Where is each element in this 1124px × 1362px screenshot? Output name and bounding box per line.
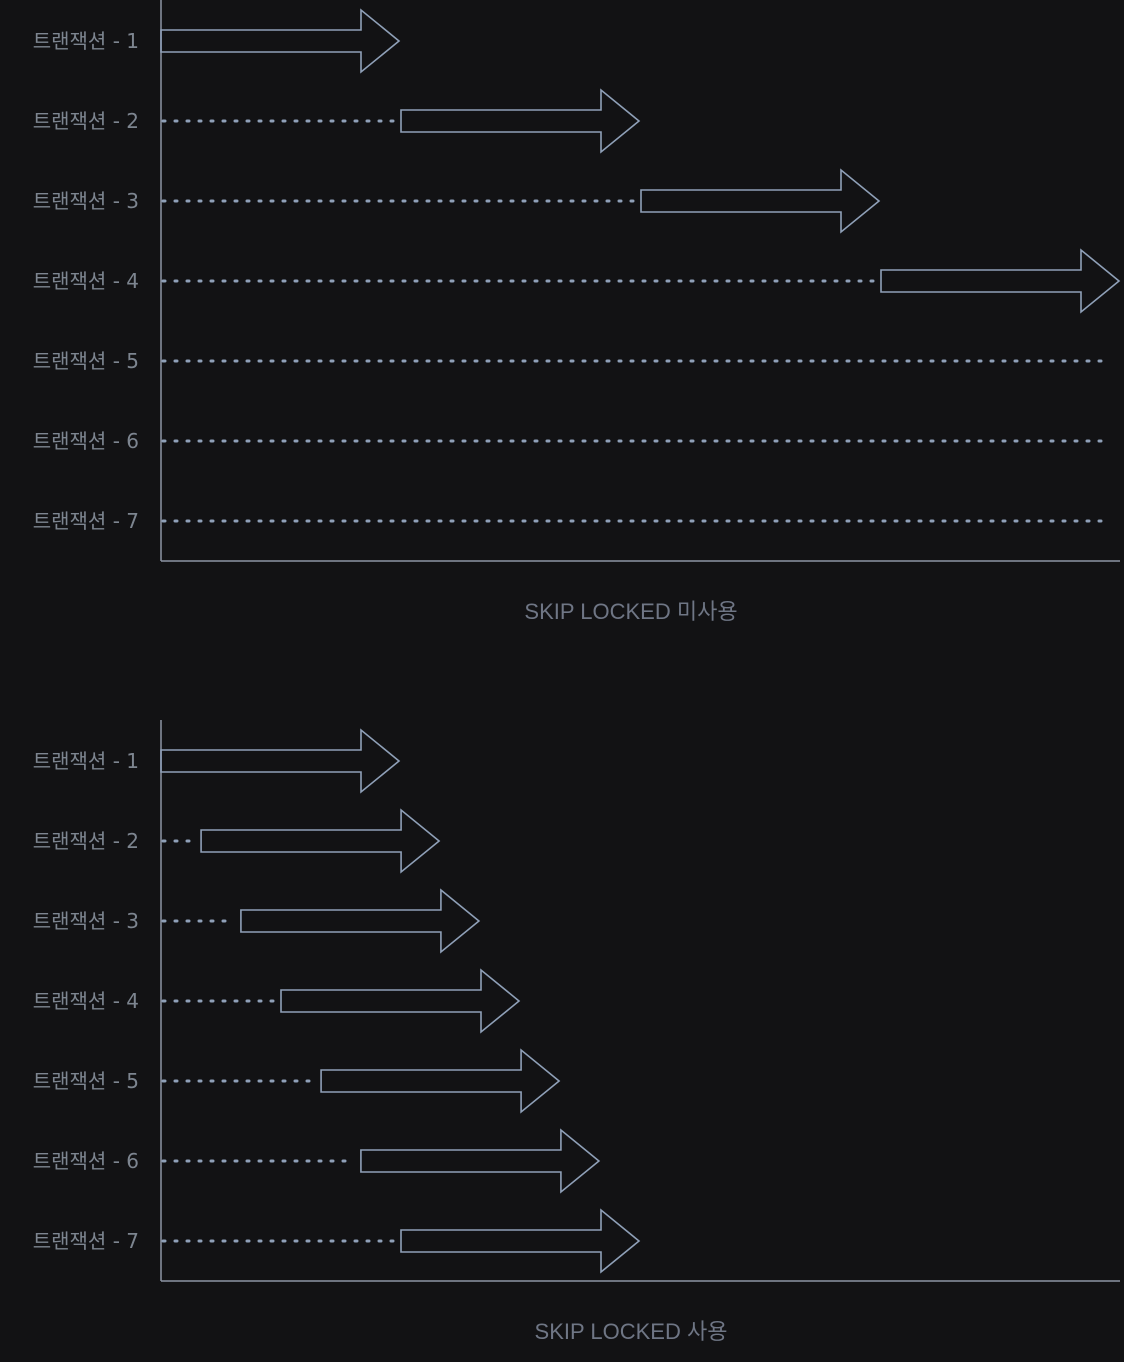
transaction-label: 트랜잭션 - 2 [33,829,139,853]
transaction-label: 트랜잭션 - 2 [33,109,139,133]
execution-arrow [320,1048,561,1114]
execution-arrow [400,1208,641,1274]
execution-arrow [280,968,521,1034]
transaction-label: 트랜잭션 - 5 [33,349,139,373]
execution-arrow [200,808,441,874]
execution-arrow [640,168,881,234]
transaction-label: 트랜잭션 - 7 [33,1229,139,1253]
panel-with-skip-locked: 트랜잭션 - 1 트랜잭션 - 2 트랜잭션 - 3 트랜잭션 - 4 트랜잭션 - 5… [33,720,1120,1344]
panel-caption: SKIP LOCKED 미사용 [524,599,737,624]
execution-arrow [400,88,641,154]
transaction-label: 트랜잭션 - 3 [33,909,139,933]
transaction-label: 트랜잭션 - 4 [33,269,139,293]
execution-arrow [160,8,401,74]
transaction-label: 트랜잭션 - 6 [33,429,139,453]
execution-arrow [160,728,401,794]
execution-arrow [240,888,481,954]
transaction-label: 트랜잭션 - 7 [33,509,139,533]
execution-arrow [880,248,1121,314]
transaction-label: 트랜잭션 - 3 [33,189,139,213]
transaction-label: 트랜잭션 - 1 [33,29,139,53]
transaction-label: 트랜잭션 - 5 [33,1069,139,1093]
transaction-label: 트랜잭션 - 1 [33,749,139,773]
transaction-label: 트랜잭션 - 4 [33,989,139,1013]
execution-arrow [360,1128,601,1194]
transaction-label: 트랜잭션 - 6 [33,1149,139,1173]
panel-caption: SKIP LOCKED 사용 [535,1319,728,1344]
panel-without-skip-locked: 트랜잭션 - 1 트랜잭션 - 2 트랜잭션 - 3 트랜잭션 - 4 트랜잭션 - 5… [33,0,1121,624]
